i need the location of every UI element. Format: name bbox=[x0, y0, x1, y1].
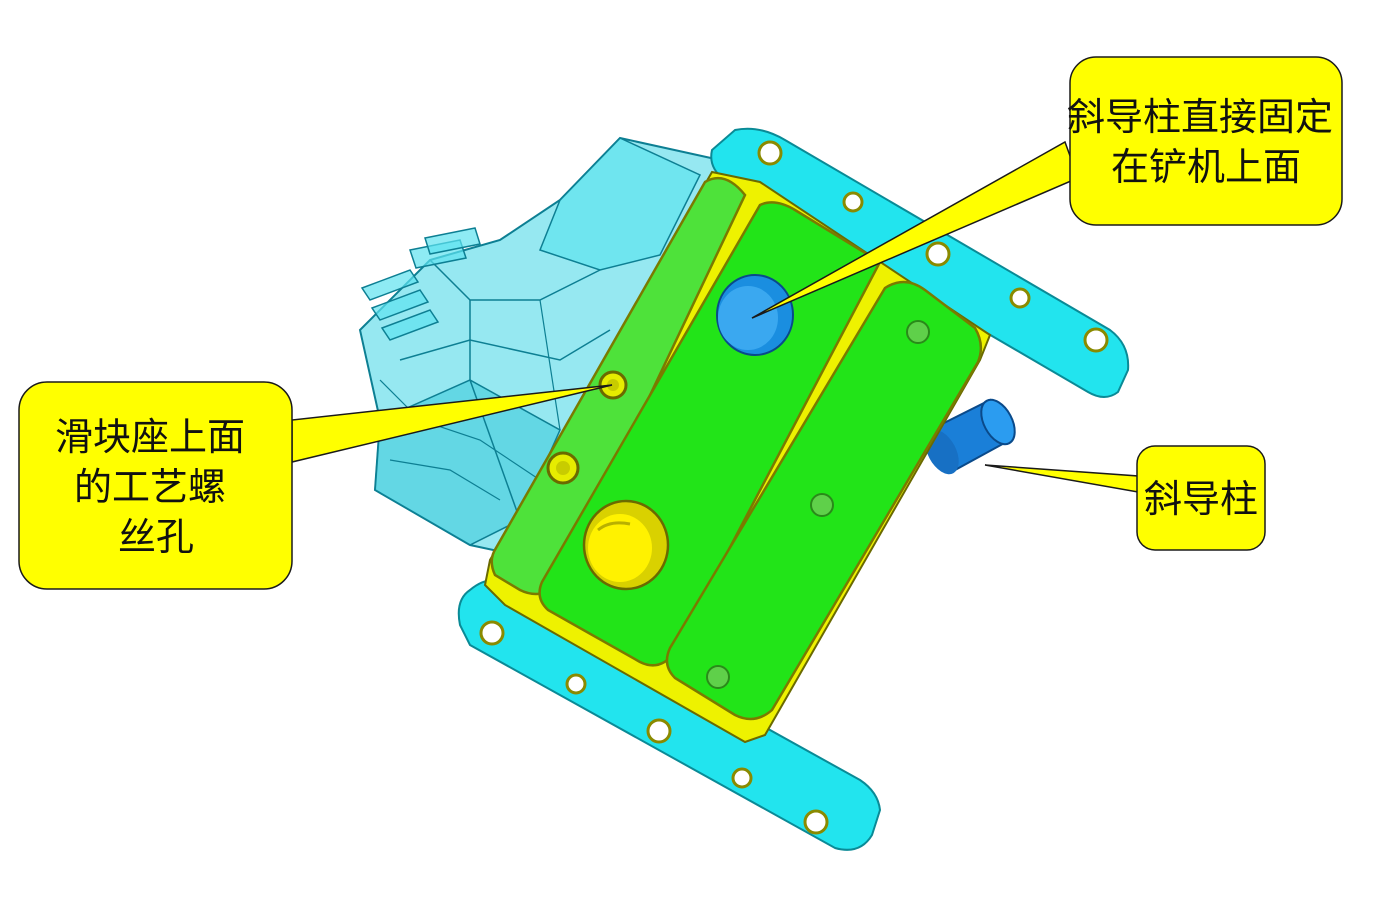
callout-line: 丝孔 bbox=[118, 515, 194, 559]
yellow-bore bbox=[582, 499, 670, 591]
angle-guide-pin bbox=[925, 398, 1016, 475]
translucent-molded-part bbox=[358, 136, 722, 562]
callout-line: 的工艺螺 bbox=[74, 465, 226, 509]
guide-pin-top bbox=[716, 274, 794, 356]
callout-line: 滑块座上面 bbox=[55, 415, 245, 459]
flange-hole bbox=[1009, 287, 1031, 309]
flange-hole bbox=[479, 620, 505, 646]
upper-flange-strip bbox=[710, 127, 1130, 398]
callout-process-screw-hole: 滑块座上面 的工艺螺 丝孔 bbox=[18, 381, 293, 590]
flange-hole bbox=[646, 718, 672, 744]
leader-lines bbox=[291, 140, 1139, 493]
flange-hole bbox=[731, 767, 753, 789]
svg-text:斜导柱: 斜导柱 bbox=[1144, 477, 1258, 521]
callout-line: 斜导柱 bbox=[1144, 477, 1258, 521]
flange-hole bbox=[1083, 327, 1109, 353]
strip-screw-holes bbox=[546, 370, 628, 485]
callout-guide-pin: 斜导柱 bbox=[1136, 445, 1266, 551]
flange-hole bbox=[925, 241, 951, 267]
callout-guide-pin-fixed: 斜导柱直接固定 在铲机上面 bbox=[1067, 56, 1345, 226]
plate-holes bbox=[706, 320, 930, 689]
lower-flange-strip bbox=[457, 578, 882, 851]
flange-hole bbox=[803, 809, 829, 835]
callout-line: 斜导柱直接固定 bbox=[1067, 95, 1333, 139]
svg-text:斜导柱直接固定 在铲机上面: 斜导柱直接固定 在铲机上面 bbox=[1067, 95, 1345, 189]
flange-hole bbox=[565, 673, 587, 695]
flange-hole bbox=[842, 191, 864, 213]
flange-hole bbox=[757, 140, 783, 166]
leader-guide-pin bbox=[984, 464, 1139, 493]
svg-text:滑块座上面 的工艺螺 丝孔: 滑块座上面 的工艺螺 丝孔 bbox=[55, 415, 257, 559]
callout-line: 在铲机上面 bbox=[1111, 145, 1301, 189]
